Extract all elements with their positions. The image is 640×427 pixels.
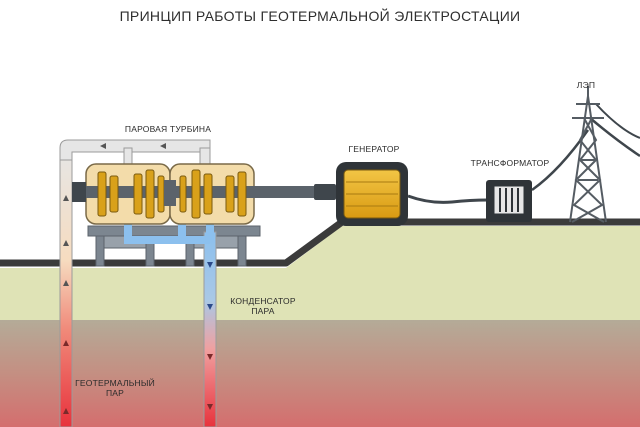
label-geothermal-steam: ГЕОТЕРМАЛЬНЫЙ ПАР [72,378,158,398]
steam-turbine [72,163,322,225]
power-line-wires [589,117,640,158]
label-transformer: ТРАНСФОРМАТОР [470,158,550,168]
label-condenser-line1: КОНДЕНСАТОР [230,296,296,306]
shaft-coupling [314,184,336,200]
label-geothermal-steam-line2: ПАР [105,388,125,398]
transmission-tower [569,86,607,223]
label-steam-turbine: ПАРОВАЯ ТУРБИНА [124,124,212,134]
label-condenser: КОНДЕНСАТОР ПАРА [222,296,304,316]
soil-deep-layer [0,320,640,427]
generator [336,162,408,226]
steam-supply-pipe [59,139,211,427]
ground-hill [286,226,640,268]
transformer [486,180,532,222]
label-condenser-line2: ПАРА [251,306,275,316]
label-geothermal-steam-line1: ГЕОТЕРМАЛЬНЫЙ [75,378,155,388]
condensate-pipe [124,224,217,427]
flow-arrows [63,143,213,414]
label-power-line: ЛЭП [576,80,596,90]
soil-surface-layer [0,268,640,320]
cable-generator-transformer [407,194,489,204]
drive-shaft [254,189,318,195]
label-generator: ГЕНЕРАТОР [348,144,400,154]
diagram-title: ПРИНЦИП РАБОТЫ ГЕОТЕРМАЛЬНОЙ ЭЛЕКТРОСТАЦ… [119,8,521,24]
power-line-wire-top [595,103,640,139]
